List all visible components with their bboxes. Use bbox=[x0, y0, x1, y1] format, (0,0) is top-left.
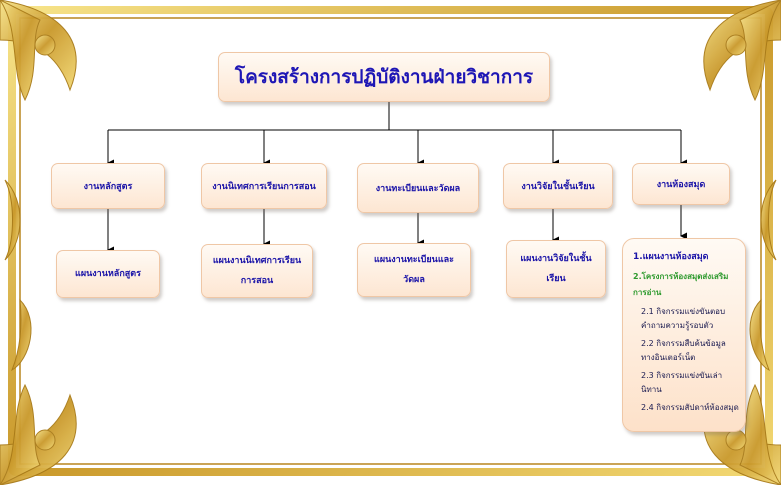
dept-supervision: งานนิเทศการเรียนการสอน bbox=[201, 163, 327, 209]
library-plan-heading: 1.แผนงานห้องสมุด bbox=[633, 252, 709, 262]
library-activity-item: 2.1 กิจกรรมแข่งขันตอบคำถามความรู้รอบตัว bbox=[641, 307, 726, 330]
library-activity-item: 2.3 กิจกรรมแข่งขันเล่านิทาน bbox=[641, 371, 723, 394]
plan-supervision: แผนงานนิเทศการเรียนการสอน bbox=[201, 244, 313, 298]
chart-title: โครงสร้างการปฏิบัติงานฝ่ายวิชาการ bbox=[218, 52, 550, 102]
dept-registration: งานทะเบียนและวัดผล bbox=[357, 163, 479, 213]
dept-curriculum: งานหลักสูตร bbox=[51, 163, 165, 209]
library-plan-subheading: 2.โครงการห้องสมุดส่งเสริมการอ่าน bbox=[633, 272, 729, 297]
plan-curriculum: แผนงานหลักสูตร bbox=[56, 250, 160, 298]
library-plan-box: 1.แผนงานห้องสมุด 2.โครงการห้องสมุดส่งเสร… bbox=[622, 238, 746, 432]
library-activity-item: 2.4 กิจกรรมสัปดาห์ห้องสมุด bbox=[641, 403, 739, 412]
plan-classroom-research: แผนงานวิจัยในชั้นเรียน bbox=[506, 240, 606, 298]
dept-classroom-research: งานวิจัยในชั้นเรียน bbox=[503, 163, 613, 209]
library-activity-item: 2.2 กิจกรรมสืบค้นข้อมูลทางอินเตอร์เน็ต bbox=[641, 339, 726, 362]
plan-registration: แผนงานทะเบียนและวัดผล bbox=[357, 243, 471, 297]
dept-library: งานห้องสมุด bbox=[632, 163, 730, 205]
